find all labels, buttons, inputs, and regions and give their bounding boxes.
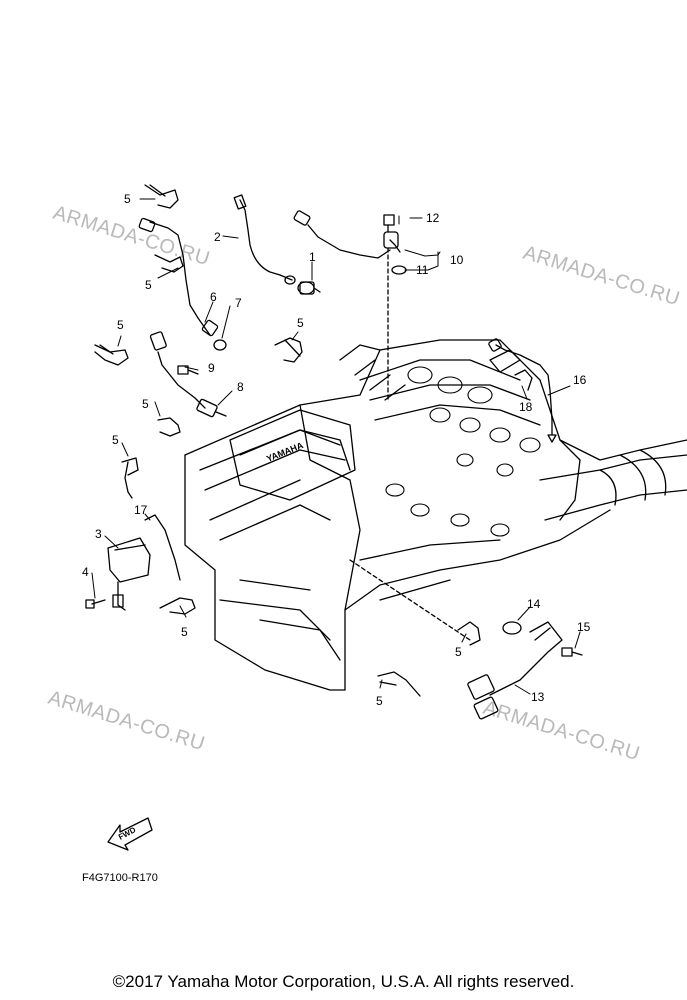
callout-5-upper-center: 5	[297, 316, 304, 330]
part-9-bolt	[177, 365, 199, 375]
engine-emblem-text: YAMAHA	[265, 440, 305, 464]
engine-block	[184, 339, 687, 691]
part-6-harness	[138, 217, 219, 337]
part-5-clamp-lower-right	[457, 621, 481, 646]
leader-lines	[91, 198, 581, 695]
callout-5-lower-center: 5	[376, 694, 383, 708]
part-16-sensor-lead	[488, 338, 557, 443]
callout-5-upper-left: 5	[145, 278, 152, 292]
callout-5-left-vertical: 5	[112, 433, 119, 447]
part-1-sensor	[297, 281, 321, 295]
callout-2: 2	[214, 230, 221, 244]
callout-13: 13	[531, 690, 545, 704]
callout-14: 14	[527, 597, 541, 611]
callout-5-lower-right: 5	[455, 645, 462, 659]
callout-8: 8	[237, 380, 244, 394]
part-8-harness	[149, 331, 227, 418]
part-7-washer	[213, 339, 227, 351]
part-5-clamp-lower-left	[159, 597, 196, 615]
copyright-notice: ©2017 Yamaha Motor Corporation, U.S.A. A…	[112, 972, 575, 991]
part-5-clamp-lower-center	[377, 671, 421, 697]
part-5-clamp-upper-center	[274, 337, 303, 363]
callout-10: 10	[450, 253, 464, 267]
part-5-clamp-left-vertical	[121, 457, 139, 499]
callout-16: 16	[573, 373, 587, 387]
part-3-sensor	[107, 537, 151, 611]
part-14-o-ring	[502, 621, 522, 635]
callout-5-lower-left: 5	[181, 625, 188, 639]
callout-1: 1	[309, 250, 316, 264]
callout-9: 9	[208, 361, 215, 375]
callout-12: 12	[426, 211, 440, 225]
part-5-clamp-left-9	[157, 417, 181, 437]
part-5-clamp-mid-left	[94, 344, 129, 366]
callout-18: 18	[519, 400, 533, 414]
part-2-sensor-lead	[233, 194, 296, 285]
part-17-bracket	[144, 514, 181, 581]
callout-5-mid-left: 5	[117, 318, 124, 332]
callout-11: 11	[416, 263, 429, 277]
callout-3: 3	[95, 527, 102, 541]
callout-15: 15	[577, 620, 591, 634]
part-5-clamp-top-left	[144, 184, 179, 209]
callout-4: 4	[82, 565, 89, 579]
part-18-clamp	[514, 369, 533, 391]
callout-5-top-left: 5	[124, 192, 131, 206]
part-13-sensor	[467, 621, 563, 720]
fwd-arrow-icon	[107, 817, 153, 851]
callout-5-left-9: 5	[142, 397, 149, 411]
callout-7: 7	[235, 296, 242, 310]
callout-6: 6	[210, 290, 217, 304]
callout-17: 17	[134, 503, 148, 517]
part-5-clamp-upper-left	[154, 254, 184, 273]
diagram-code: F4G7100-R170	[82, 872, 158, 884]
part-4-bolt	[85, 599, 106, 609]
part-10-harness	[293, 210, 407, 401]
part-15-bolt	[561, 647, 583, 657]
